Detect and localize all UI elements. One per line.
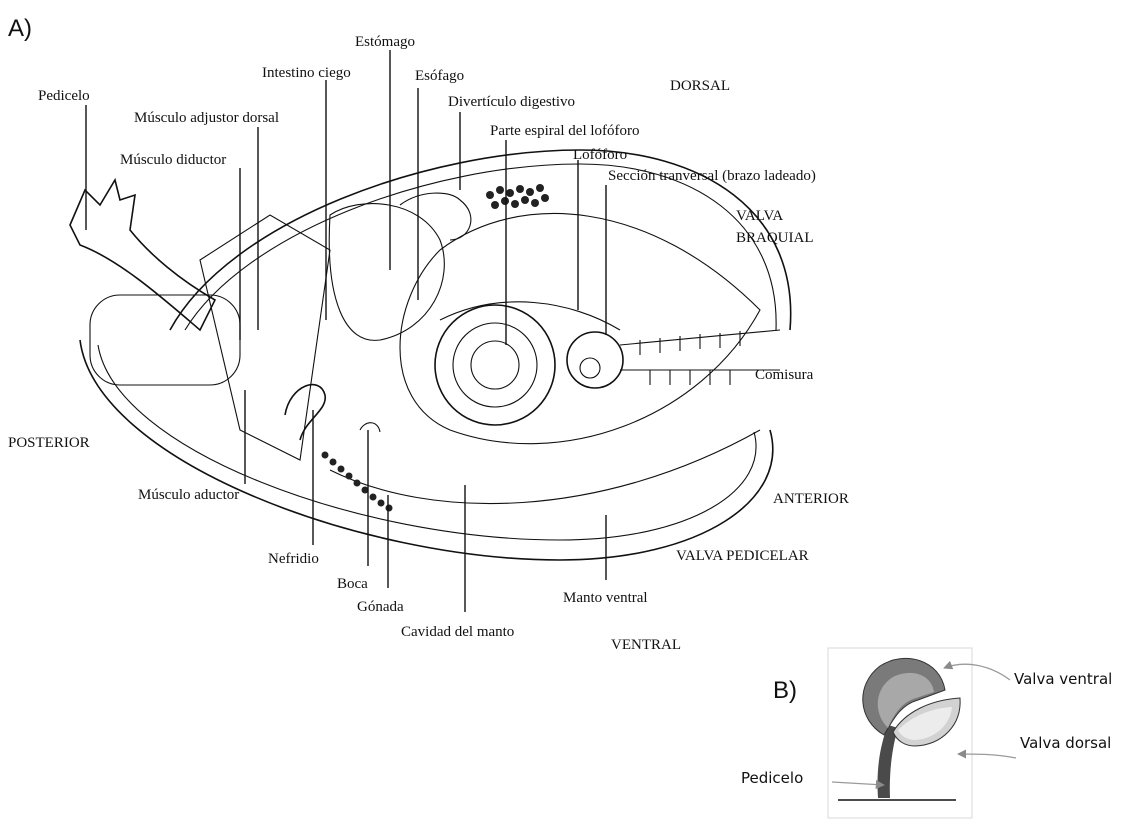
label-seccion-transversal: Sección tranversal (brazo ladeado)	[608, 168, 816, 184]
brachial-valve-inner	[185, 164, 776, 330]
orient-comisura: Comisura	[755, 367, 814, 383]
pedicle-valve-inner	[98, 345, 756, 540]
arrow-pedicelo	[832, 782, 884, 785]
label-gonada: Gónada	[357, 599, 404, 615]
label-nefridio: Nefridio	[268, 551, 319, 567]
lophophore-spiral-inner	[471, 341, 519, 389]
nephridium-shape	[285, 385, 325, 440]
orient-posterior: POSTERIOR	[8, 435, 90, 451]
orient-ventral: VENTRAL	[611, 637, 681, 653]
panel-b: B) Valva ventral Valva dorsal Pedicelo	[741, 648, 1112, 818]
orient-anterior: ANTERIOR	[773, 491, 849, 507]
arm-cross-section-inner	[580, 358, 600, 378]
label-musculo-aductor: Músculo aductor	[138, 487, 239, 503]
pedicle-valve-outline	[80, 340, 773, 560]
mouth-shape	[360, 423, 380, 432]
label-b-pedicelo: Pedicelo	[741, 769, 803, 787]
label-esofago: Esófago	[415, 68, 464, 84]
orient-valva-pedicelar: VALVA PEDICELAR	[676, 548, 809, 564]
ventral-mantle-line	[330, 430, 760, 504]
label-lofoforo: Lofóforo	[573, 147, 627, 163]
label-diverticulo-digestivo: Divertículo digestivo	[448, 94, 575, 110]
arm-cross-section-outer	[567, 332, 623, 388]
orient-dorsal: DORSAL	[670, 78, 730, 94]
arrow-valva-ventral	[944, 664, 1010, 680]
label-pedicelo: Pedicelo	[38, 88, 90, 104]
arrow-valva-dorsal	[958, 754, 1016, 758]
label-intestino-ciego: Intestino ciego	[262, 65, 351, 81]
pedicle-stalk	[70, 180, 215, 330]
muscle-band	[200, 215, 330, 460]
stomach-shape	[329, 204, 444, 341]
label-estomago: Estómago	[355, 34, 415, 50]
panel-b-tag: B)	[773, 677, 797, 704]
label-musculo-adjustor-dorsal: Músculo adjustor dorsal	[134, 110, 279, 126]
label-boca: Boca	[337, 576, 368, 592]
gonad-granules	[322, 452, 393, 512]
posterior-muscle-block	[90, 295, 240, 385]
label-b-valva-ventral: Valva ventral	[1014, 670, 1112, 688]
label-parte-espiral: Parte espiral del lofóforo	[490, 123, 640, 139]
label-cavidad-manto: Cavidad del manto	[401, 624, 514, 640]
panel-a-labels: A) Estómago Intestino ciego Esófago Pedi…	[8, 15, 849, 653]
orient-valva-braquial-2: BRAQUIAL	[736, 230, 814, 246]
lophophore-spiral-mid	[453, 323, 537, 407]
label-b-valva-dorsal: Valva dorsal	[1020, 734, 1111, 752]
orient-valva-braquial-1: VALVA	[736, 208, 783, 224]
gland-granules	[486, 184, 549, 209]
label-musculo-diductor: Músculo diductor	[120, 152, 226, 168]
label-manto-ventral: Manto ventral	[563, 590, 648, 606]
panel-a-tag: A)	[8, 15, 32, 42]
